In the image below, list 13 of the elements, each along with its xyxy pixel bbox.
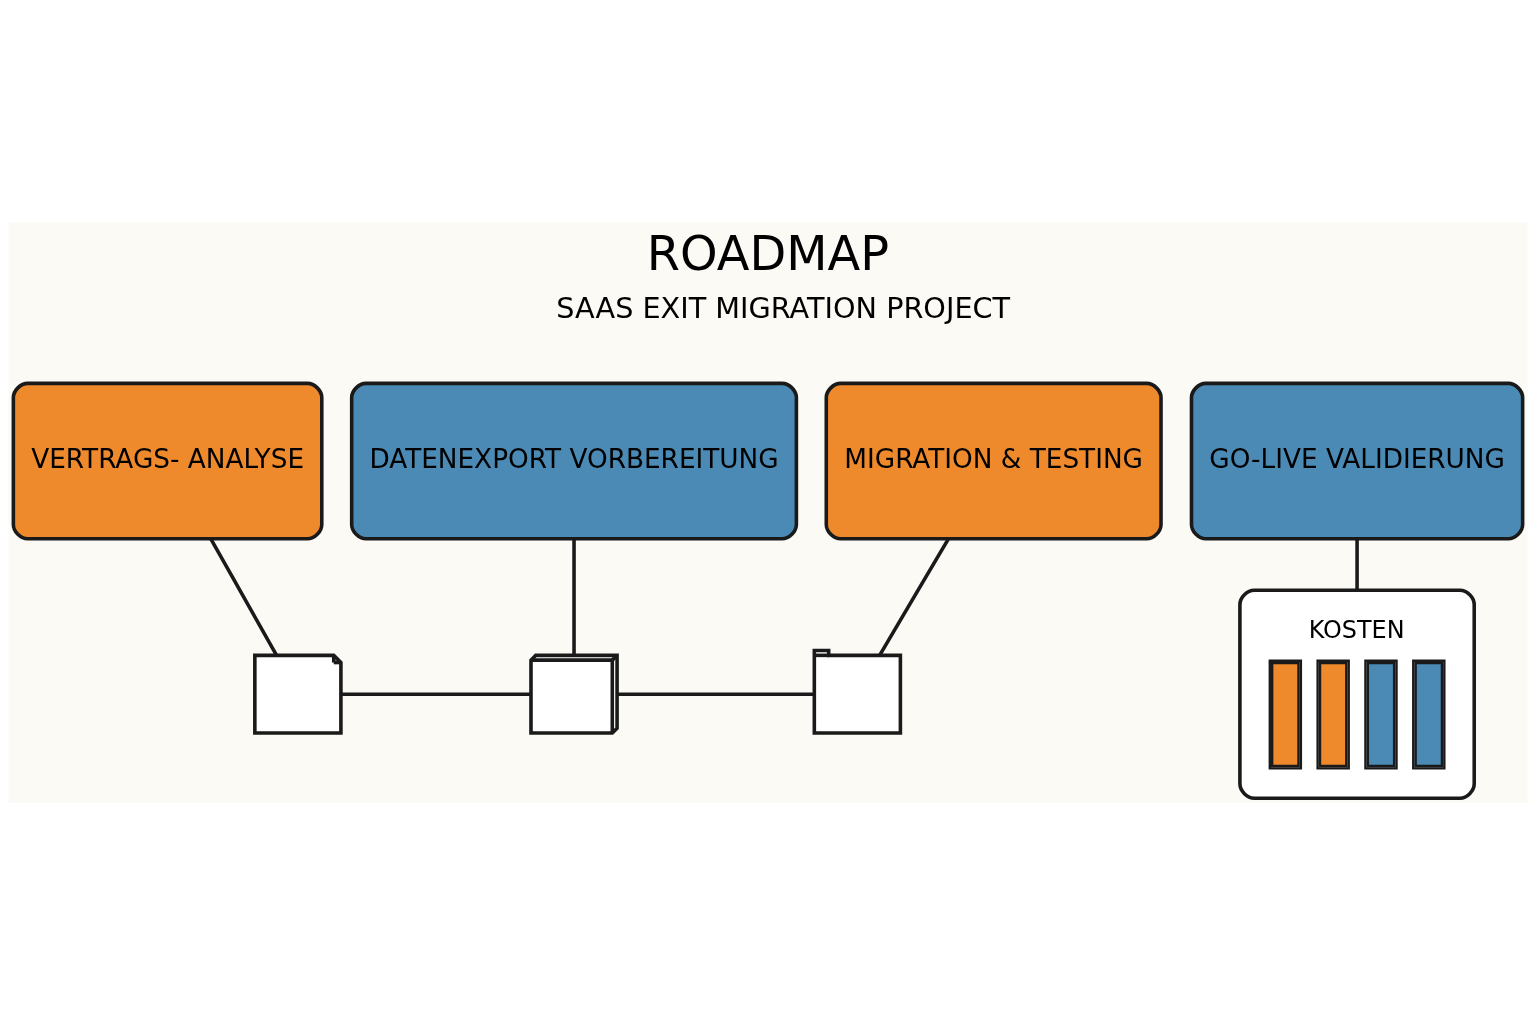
- diagram-title: ROADMAP: [646, 225, 890, 281]
- connector: [1355, 538, 1359, 590]
- node-box: KOSTEN: [1238, 587, 1477, 800]
- node-box: GO-LIVE VALIDIERUNG: [1189, 381, 1525, 541]
- node-box: VERTRAGS- ANALYSE: [11, 381, 324, 541]
- connector: [878, 537, 950, 656]
- connector: [209, 537, 279, 656]
- connector: [341, 691, 531, 696]
- label: SAAS EXIT MIGRATION PROJECT: [556, 290, 1011, 325]
- connector: [572, 538, 576, 655]
- node-box: MIGRATION & TESTING: [824, 381, 1163, 541]
- connector: [617, 691, 815, 696]
- node-box: DATENEXPORT VORBEREITUNG: [349, 381, 799, 541]
